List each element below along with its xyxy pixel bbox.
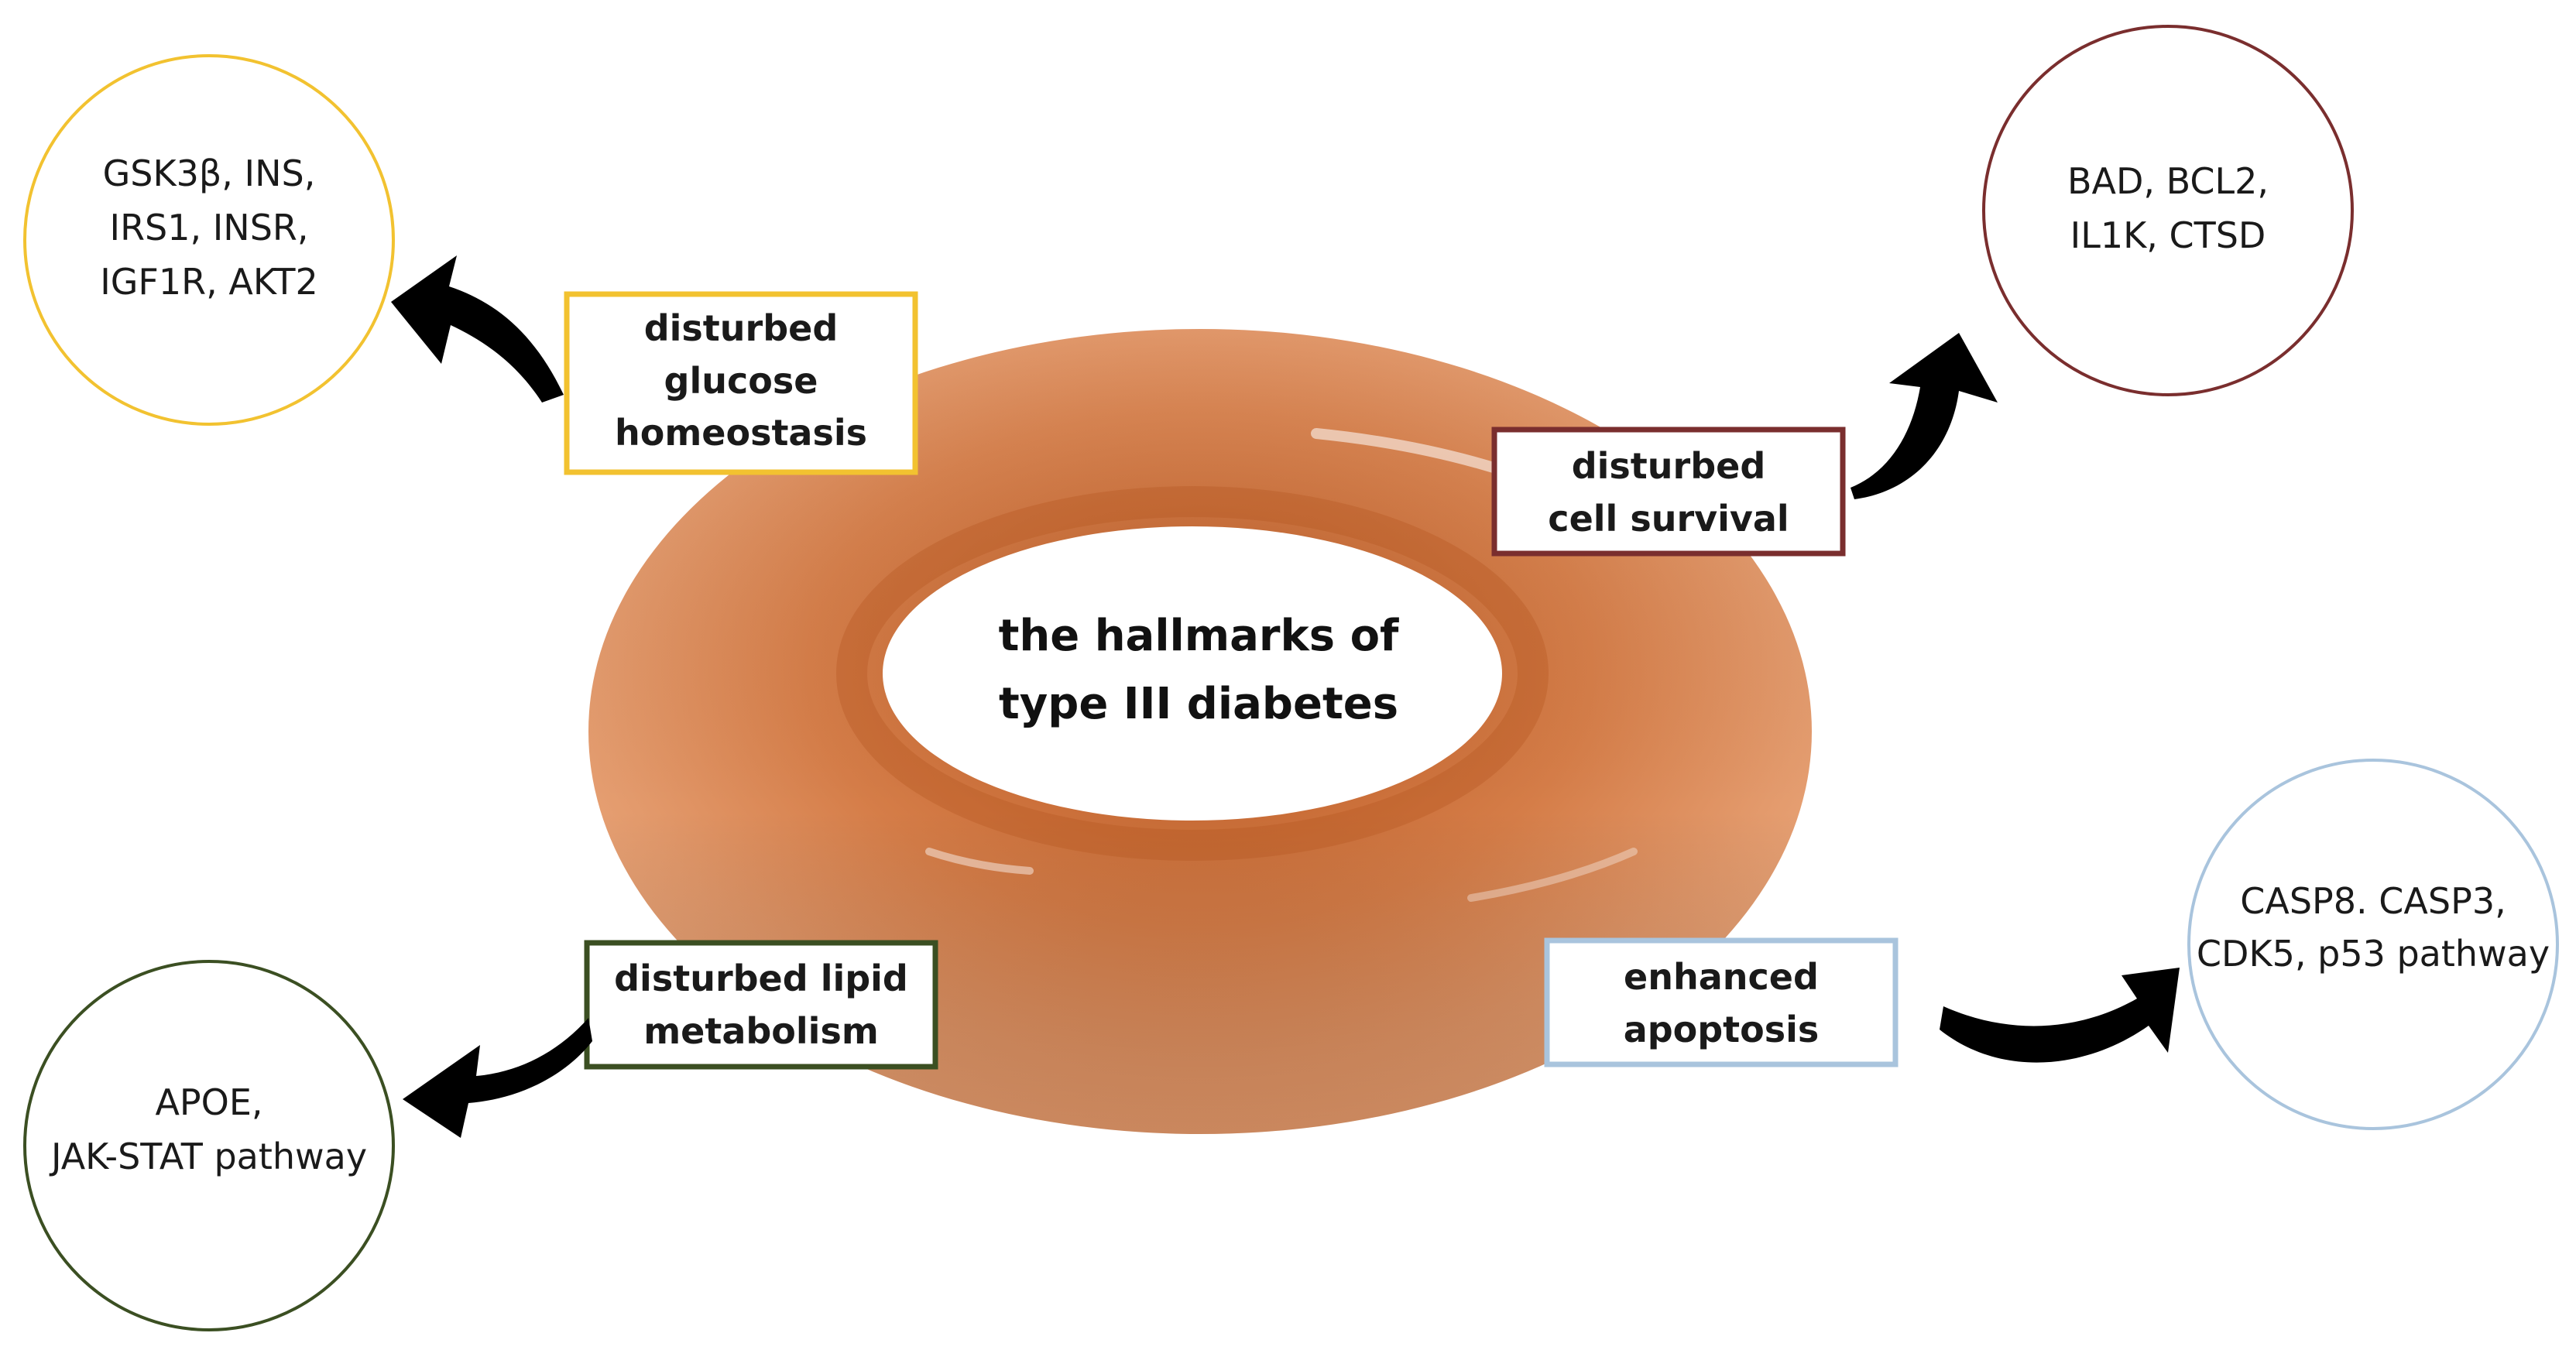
hallmark-label-lipid-1: disturbed lipid	[614, 958, 908, 999]
gene-circle-lipid	[23, 960, 395, 1331]
hallmark-label-survival-2: cell survival	[1548, 498, 1789, 540]
gene-text-survival-1: BAD, BCL2,	[2067, 160, 2269, 202]
gene-text-glucose-3: IGF1R, AKT2	[100, 261, 318, 303]
arrow-icon-glucose	[391, 255, 564, 403]
hallmark-label-apoptosis-1: enhanced	[1624, 956, 1819, 998]
hallmark-box-apoptosis	[1544, 937, 1899, 1067]
center-title-line1: the hallmarks of	[999, 611, 1399, 661]
gene-text-survival-2: IL1K, CTSD	[2070, 214, 2266, 256]
arrow-icon-apoptosis	[1940, 968, 2180, 1063]
gene-text-apoptosis-1: CASP8. CASP3,	[2240, 880, 2506, 922]
hallmark-box-survival	[1491, 427, 1846, 557]
hallmark-box-lipid	[584, 940, 938, 1070]
hallmark-label-lipid-2: metabolism	[643, 1010, 879, 1052]
hallmark-label-glucose-3: homeostasis	[615, 412, 867, 454]
gene-text-lipid-2: JAK-STAT pathway	[49, 1136, 367, 1177]
arrow-icon-survival	[1851, 333, 1998, 499]
gene-text-apoptosis-2: CDK5, p53 pathway	[2197, 933, 2550, 975]
hallmark-label-survival-1: disturbed	[1572, 445, 1766, 487]
hallmark-label-apoptosis-2: apoptosis	[1624, 1009, 1820, 1050]
gene-circle-apoptosis	[2187, 759, 2559, 1130]
hallmark-label-glucose-2: glucose	[664, 360, 818, 402]
gene-text-glucose-1: GSK3β, INS,	[103, 152, 316, 194]
gene-circle-survival	[1982, 25, 2354, 396]
gene-text-glucose-2: IRS1, INSR,	[110, 207, 309, 248]
gene-text-lipid-1: APOE,	[155, 1081, 262, 1123]
arrow-icon-lipid	[403, 1018, 592, 1138]
hallmark-box-glucose	[564, 291, 918, 475]
gene-circle-glucose	[23, 54, 395, 426]
hallmark-label-glucose-1: disturbed	[644, 307, 839, 349]
center-title-line2: type III diabetes	[999, 679, 1398, 729]
